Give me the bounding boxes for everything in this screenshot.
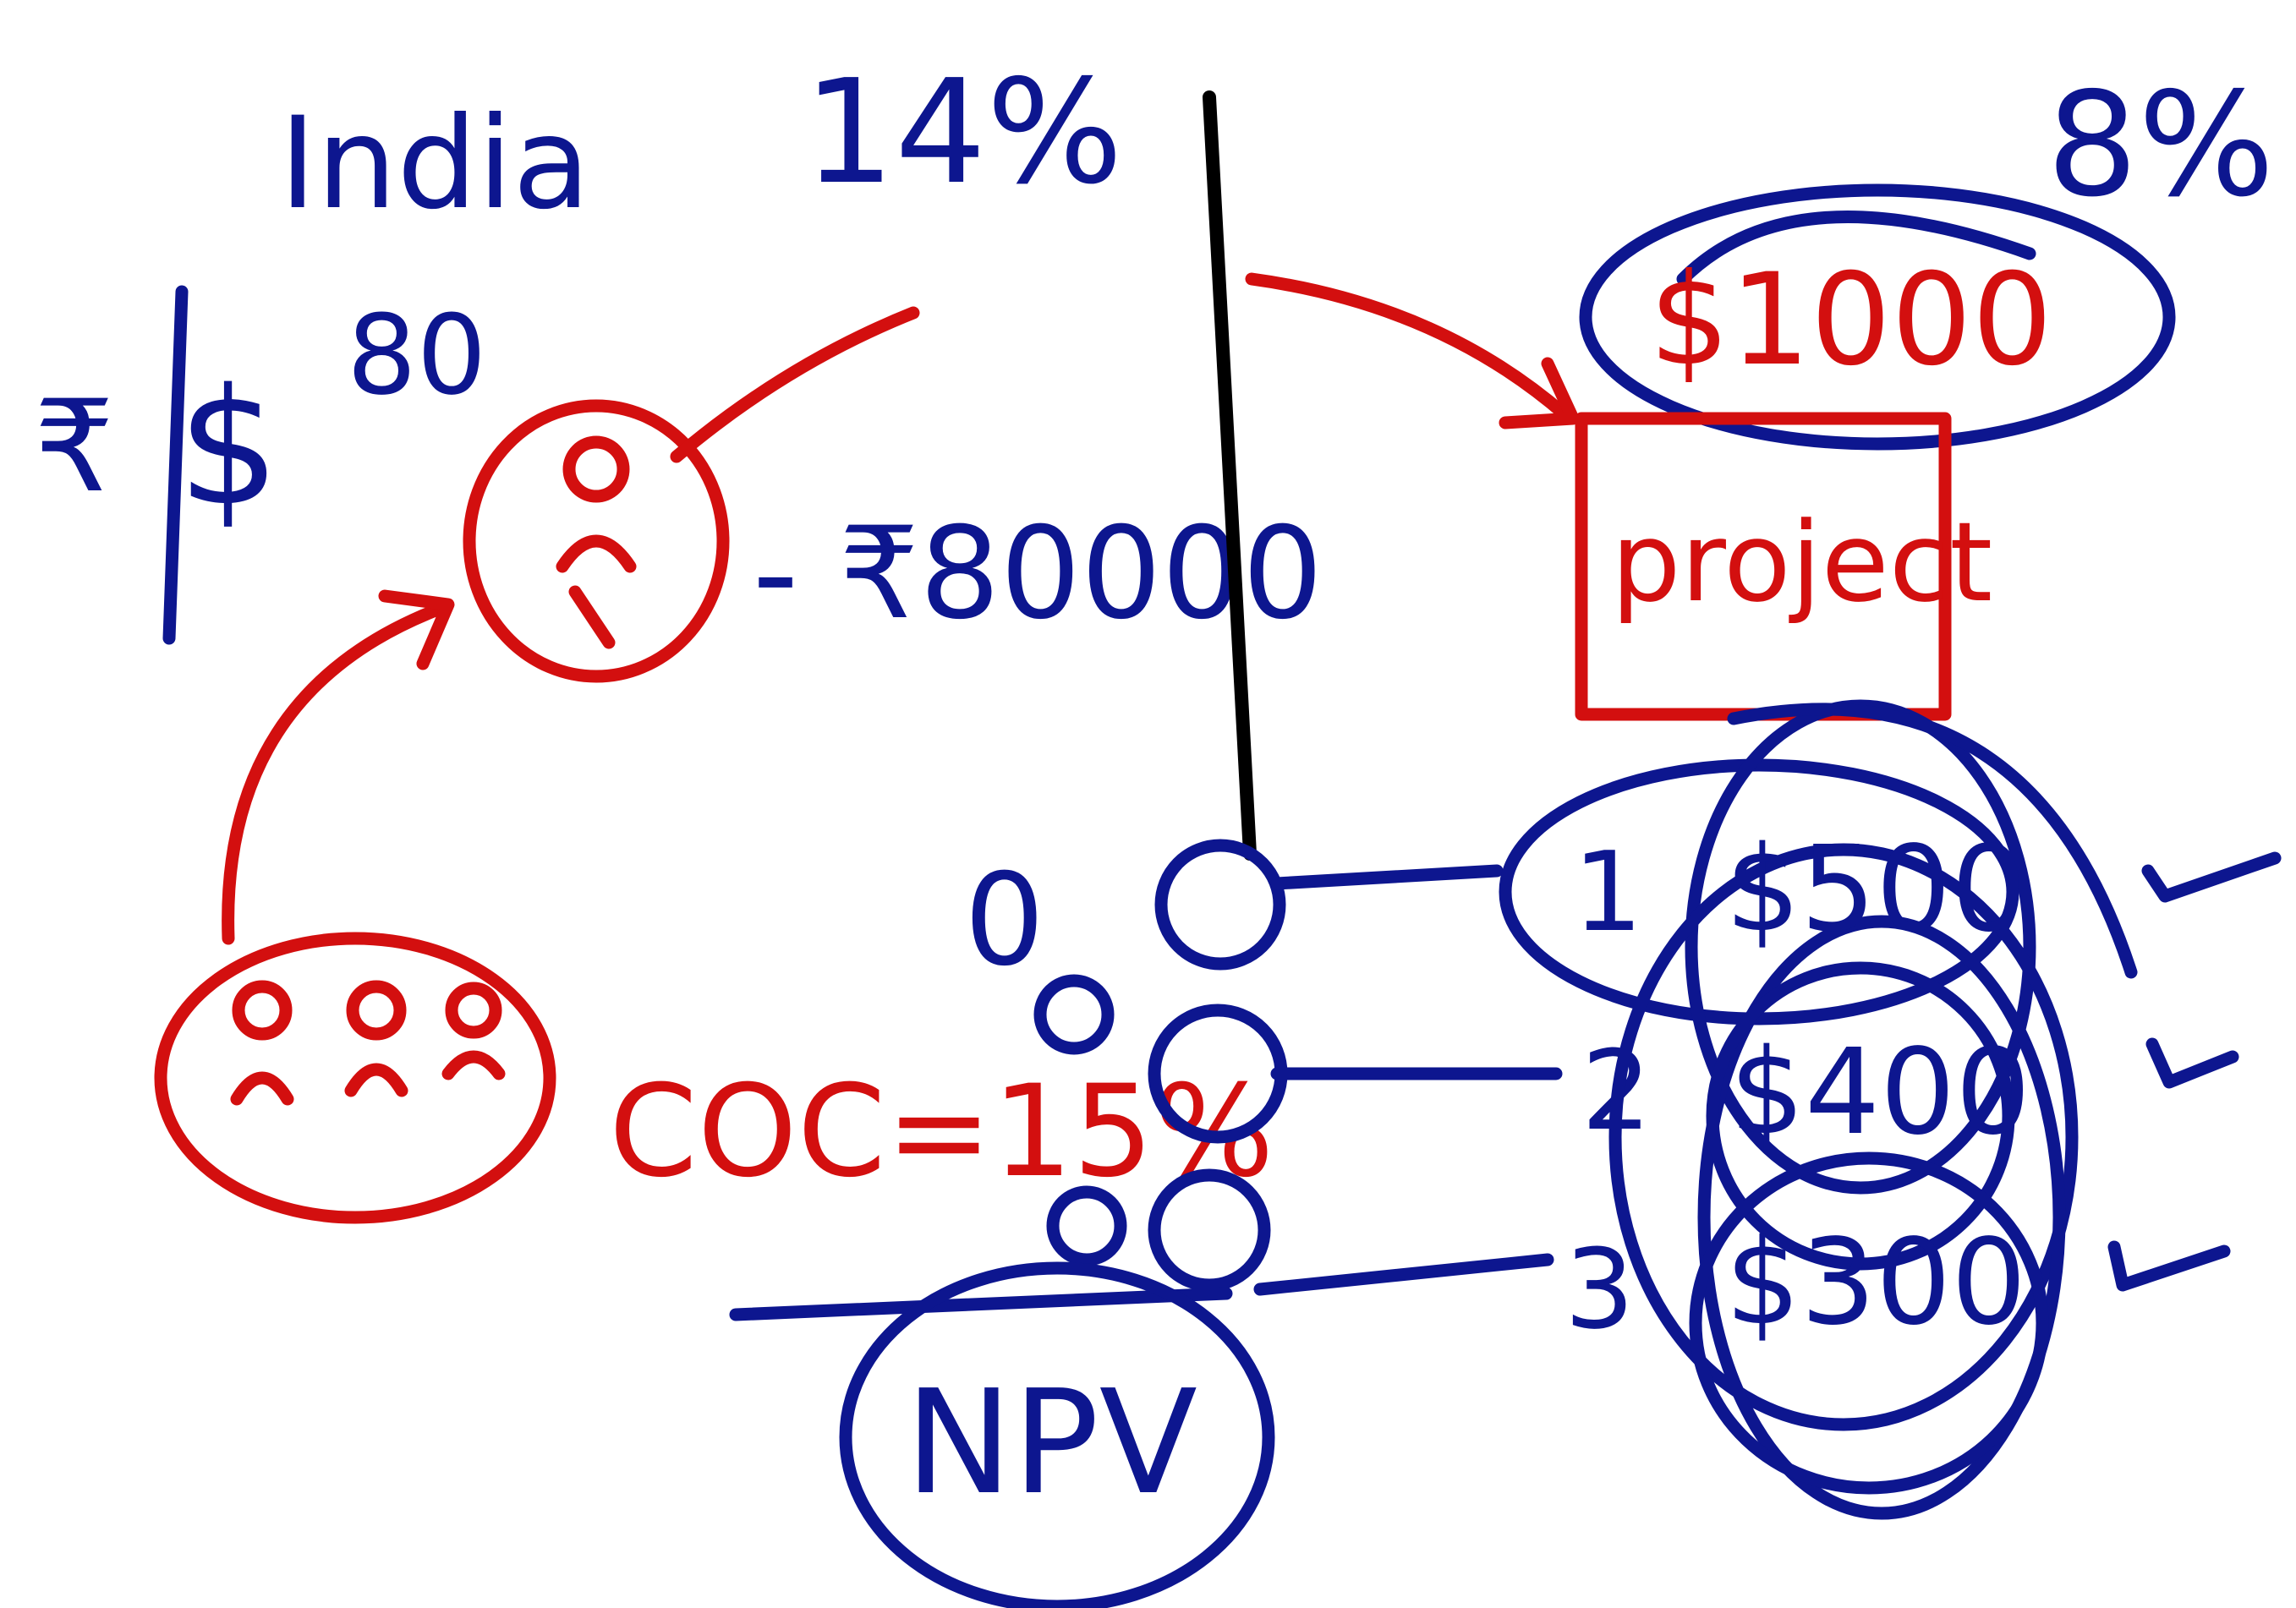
year-3-label: 3 (1564, 1225, 1635, 1354)
year-2-circle (1148, 1168, 1271, 1292)
small-circle (1033, 974, 1115, 1055)
rupee-dollar-icon: ₹ $ (34, 285, 280, 645)
year-0-label: 0 (964, 847, 1044, 994)
cashflow-circles (1499, 699, 2138, 1520)
rupee-icon: ₹ (34, 374, 114, 521)
cashflow-2-label: $400 (1729, 1024, 2030, 1162)
check-mark-icon (2107, 1240, 2231, 1292)
cashflow-1-label: $500 (1725, 821, 2026, 959)
investment-usd-circle (1579, 183, 2176, 451)
investor-curve (670, 306, 920, 463)
year-0-circle (1154, 839, 1286, 971)
rate-india-label: 14% (803, 49, 1123, 216)
npv-baseline (729, 1287, 1233, 1321)
small-circle (1046, 1185, 1127, 1266)
check-mark-icon (2141, 851, 2282, 903)
npv-circle (839, 1261, 1275, 1608)
npv-label: NPV (905, 1359, 1197, 1527)
check-mark-icon (2145, 1037, 2239, 1089)
investment-usd-label: $1000 (1649, 247, 2052, 394)
coc-label: COC=15% (609, 1058, 1274, 1206)
dollar-icon: $ (178, 354, 280, 541)
investor-circle (463, 399, 730, 683)
cashflow-line-1 (1270, 864, 1504, 890)
investors-group (154, 932, 556, 1224)
person-icon (441, 982, 506, 1080)
investment-usd-stroke (1676, 211, 2036, 286)
arrow-icon (1245, 272, 1580, 429)
arrow-icon (222, 589, 455, 945)
rate-foreign-label: 8% (2047, 62, 2275, 229)
project-label: project (1611, 498, 1992, 626)
cashflow-line-3 (1253, 1253, 1554, 1296)
divider-line (1203, 90, 1257, 861)
cashflow-3-label: $300 (1725, 1214, 2026, 1352)
india-label: India (279, 90, 590, 238)
person-icon (344, 980, 408, 1097)
person-icon (230, 980, 294, 1106)
exchange-rate-label: 80 (347, 291, 486, 419)
year-1-label: 1 (1573, 828, 1643, 956)
person-icon (556, 435, 637, 649)
